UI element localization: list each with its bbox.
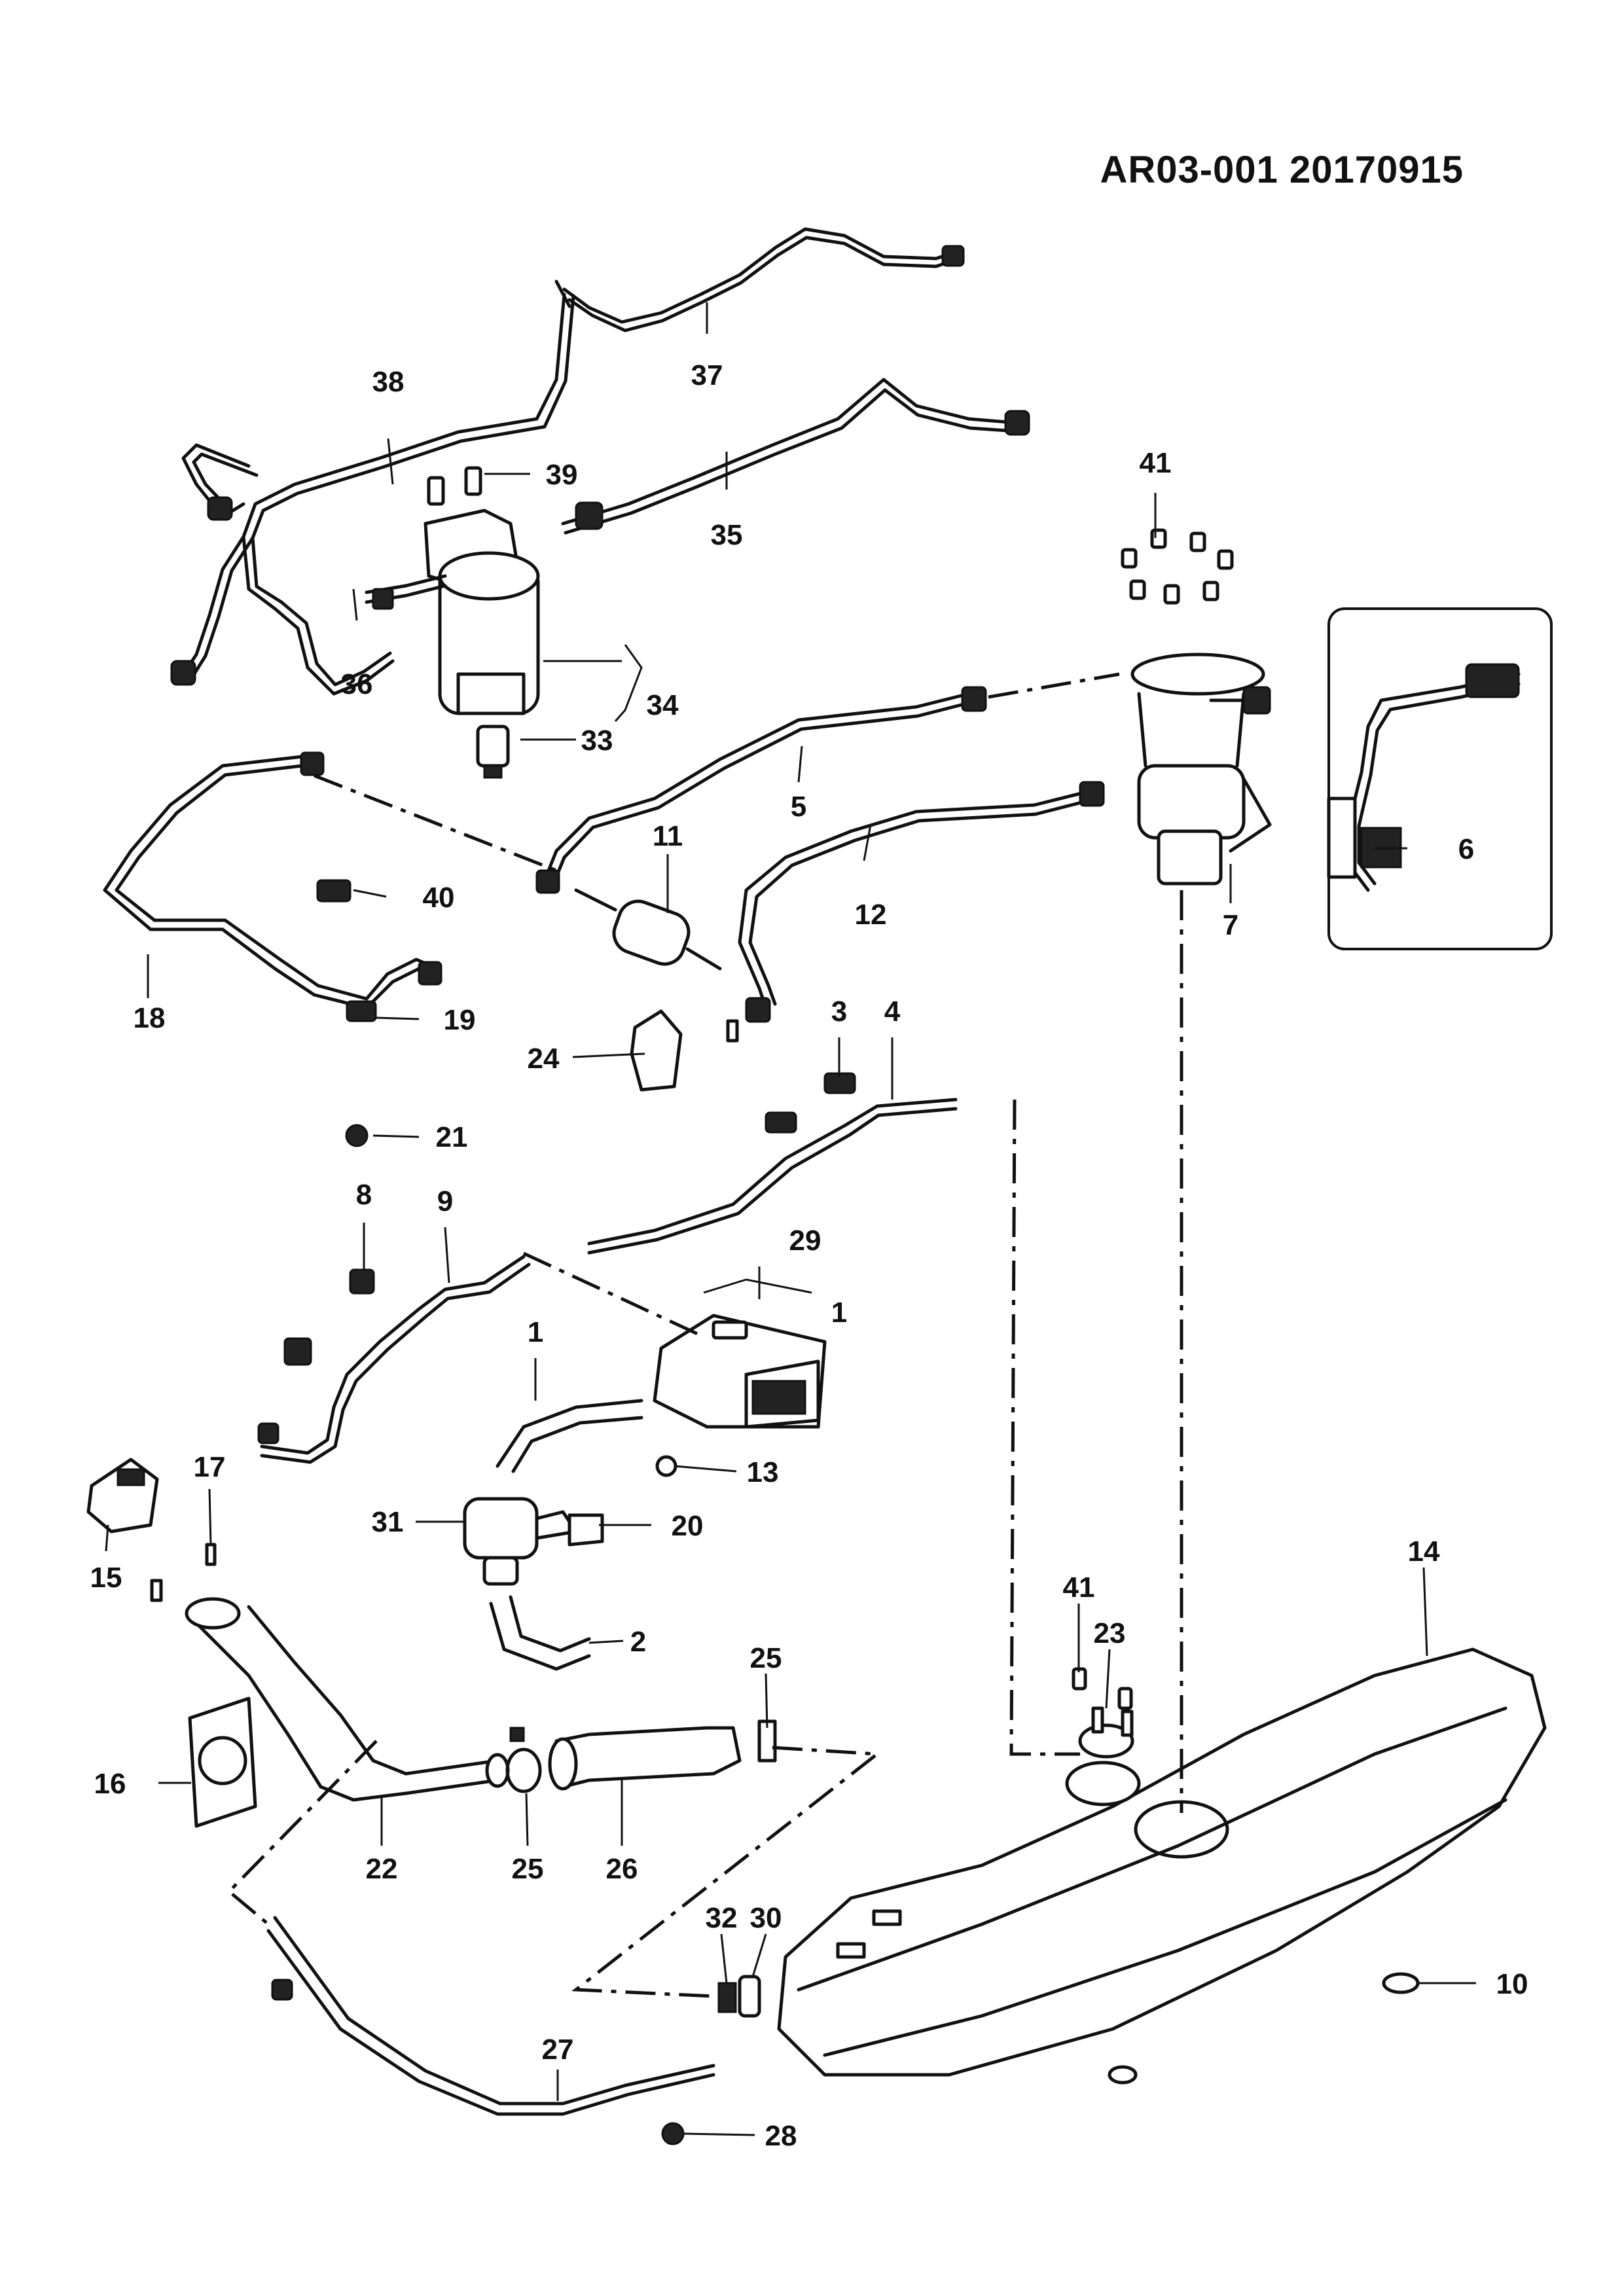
callout-34: 34	[647, 689, 679, 721]
fuel-line-37[interactable]	[554, 227, 965, 332]
callout-4: 4	[884, 996, 901, 1028]
vapor-line-9[interactable]	[257, 1255, 531, 1464]
callout-27: 27	[542, 2034, 574, 2066]
callout-15: 15	[90, 1562, 122, 1594]
fuel-line-18[interactable]	[103, 751, 442, 1010]
callout-33: 33	[581, 725, 613, 757]
callout-31: 31	[372, 1506, 404, 1538]
bolt-39[interactable]	[427, 466, 482, 506]
callout-1-canister: 1	[831, 1297, 847, 1329]
callout-5: 5	[791, 791, 806, 823]
tank-mount-10[interactable]	[1108, 1972, 1420, 2085]
connector-30[interactable]	[738, 1975, 761, 2018]
callout-37: 37	[691, 359, 723, 391]
callout-22: 22	[366, 1853, 398, 1885]
callout-1-hose: 1	[528, 1316, 543, 1348]
callout-12: 12	[855, 899, 887, 931]
fuel-pump-module-7[interactable]	[1130, 653, 1272, 886]
canister-purge-valve-31[interactable]	[463, 1497, 578, 1586]
filler-neck-22[interactable]	[185, 1597, 510, 1802]
callout-35: 35	[711, 519, 743, 551]
callout-19: 19	[444, 1004, 476, 1036]
callout-6: 6	[1458, 833, 1474, 865]
filter-bracket-24[interactable]	[630, 1009, 739, 1092]
clip-32[interactable]	[717, 1982, 737, 2013]
callout-30: 30	[750, 1902, 782, 1934]
callout-38: 38	[372, 366, 405, 398]
screw-17[interactable]	[150, 1543, 217, 1602]
callout-17: 17	[194, 1451, 226, 1483]
lock-ring-23[interactable]	[1078, 1706, 1134, 1759]
bolt-13[interactable]	[655, 1455, 677, 1477]
detail-inset-box	[1327, 607, 1553, 950]
callout-3: 3	[831, 996, 847, 1028]
callout-10: 10	[1496, 1968, 1528, 2000]
clip-19[interactable]	[346, 1000, 377, 1022]
drawing-id: AR03-001 20170915	[1100, 149, 1464, 191]
callout-32: 32	[706, 1902, 738, 1934]
inline-fuel-filter-11[interactable]	[574, 888, 722, 971]
callout-14: 14	[1408, 1535, 1440, 1568]
callout-24: 24	[528, 1043, 560, 1075]
vapor-line-4[interactable]	[587, 1098, 958, 1255]
fuel-filter-assembly-34[interactable]	[365, 509, 540, 715]
gasket-16[interactable]	[188, 1696, 257, 1828]
callout-39: 39	[546, 459, 578, 491]
callout-41-tank: 41	[1063, 1571, 1095, 1604]
hose-1[interactable]	[496, 1399, 643, 1473]
fuel-cap-15[interactable]	[86, 1458, 159, 1534]
callout-25-left: 25	[512, 1853, 544, 1885]
water-sensor-33[interactable]	[476, 725, 510, 779]
callout-21: 21	[436, 1121, 468, 1153]
vent-hose-27[interactable]	[266, 1916, 715, 2116]
fill-hose-26[interactable]	[548, 1726, 742, 1791]
fuel-line-5[interactable]	[535, 686, 987, 894]
clip-3[interactable]	[765, 1072, 856, 1134]
callout-7: 7	[1223, 909, 1238, 941]
clip-8[interactable]	[349, 1268, 375, 1295]
callout-28: 28	[765, 2120, 797, 2152]
callout-29: 29	[789, 1225, 821, 1257]
evap-canister-29[interactable]	[653, 1314, 827, 1429]
fuel-line-12[interactable]	[738, 781, 1105, 1023]
callout-11: 11	[653, 820, 683, 852]
callout-8: 8	[356, 1179, 372, 1211]
hose-2[interactable]	[489, 1595, 591, 1671]
callout-26: 26	[606, 1853, 638, 1885]
callout-41-top: 41	[1140, 447, 1172, 479]
callout-20: 20	[672, 1510, 704, 1542]
callout-36: 36	[341, 668, 373, 700]
fuel-line-38[interactable]	[170, 293, 575, 696]
callout-9: 9	[437, 1185, 453, 1217]
callout-16: 16	[94, 1768, 126, 1800]
leader-lines	[105, 302, 1476, 2136]
callout-18: 18	[134, 1002, 166, 1034]
callout-25-right: 25	[750, 1642, 782, 1674]
callout-23: 23	[1094, 1617, 1126, 1649]
callout-2: 2	[630, 1626, 646, 1658]
fuel-line-35[interactable]	[561, 378, 1030, 535]
callout-13: 13	[747, 1456, 779, 1488]
bolts-41-top[interactable]	[1121, 528, 1234, 605]
fuel-tank-14[interactable]	[777, 1647, 1547, 2077]
pump-seal[interactable]	[1065, 1761, 1229, 1859]
nut-21[interactable]	[345, 1124, 369, 1147]
routing-lines	[226, 672, 1183, 1998]
bolts-41-tank[interactable]	[1072, 1667, 1133, 1710]
callout-labels: 37 38 39 35 41 36 34 33 5 6 7 11 12 40 1…	[90, 359, 1528, 2152]
bracket-20[interactable]	[568, 1513, 604, 1547]
nut-28[interactable]	[661, 2122, 685, 2145]
callout-40: 40	[423, 882, 455, 914]
clip-40[interactable]	[316, 879, 352, 903]
